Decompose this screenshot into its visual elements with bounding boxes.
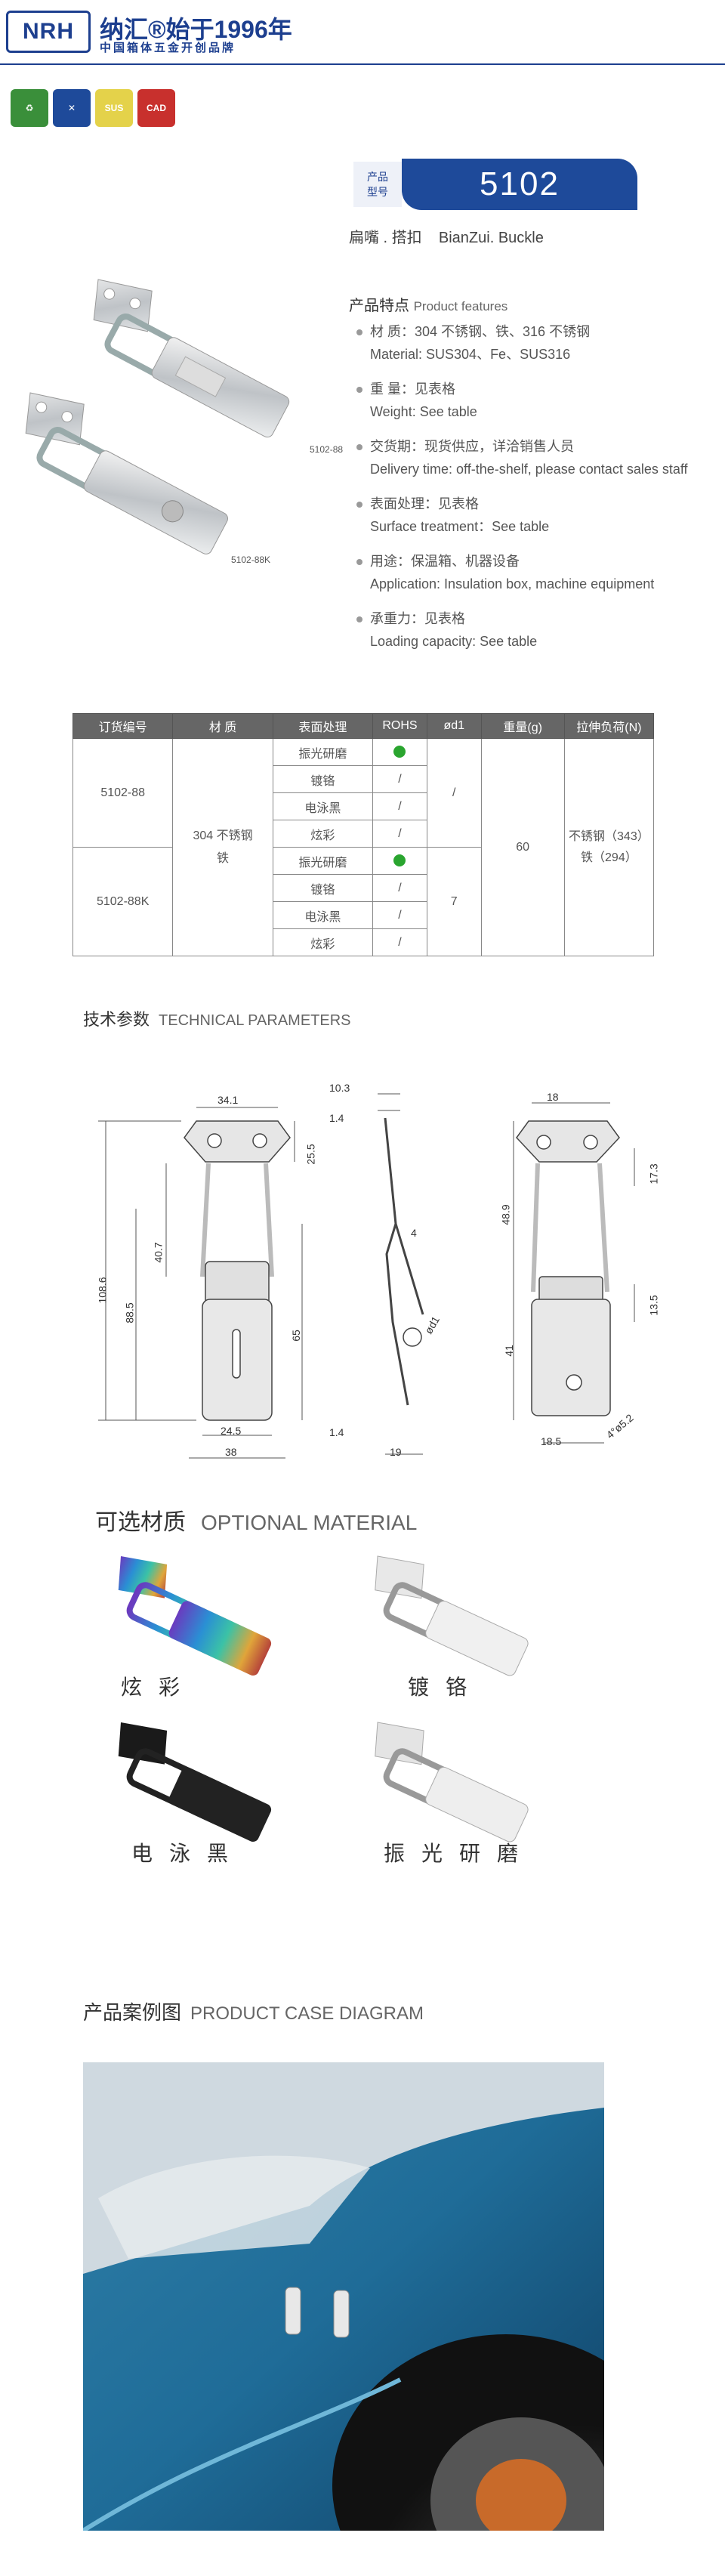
table-row: 电泳黑/ — [73, 901, 654, 929]
eco-badge-icon: ♻ — [11, 89, 48, 127]
material-iridescent-image — [118, 1556, 272, 1676]
rohs-green-dot — [393, 746, 406, 758]
table-row: 电泳黑/ — [73, 792, 654, 820]
hasp-88k — [25, 392, 229, 554]
dim-front-base: 38 — [225, 1446, 237, 1458]
dim-side-gap: 4 — [411, 1227, 417, 1239]
finish-cell: 电泳黑 — [272, 901, 374, 929]
load-cell: 不锈钢（343） 铁（294） — [563, 738, 655, 956]
col-code: 订货编号 — [72, 713, 174, 739]
dim-back-bail: 48.9 — [499, 1204, 512, 1225]
col-d1: ød1 — [426, 713, 482, 739]
finish-cell: 电泳黑 — [272, 792, 374, 820]
table-row: 5102-88 304 不锈钢 铁 振光研磨 / 60 不锈钢（343） 铁（2… — [72, 738, 655, 956]
finish-cell: 镀铬 — [272, 874, 374, 902]
dim-front-top: 25.5 — [304, 1144, 317, 1165]
weight-cell: 60 — [480, 738, 565, 956]
dim-side-thk: 1.4 — [329, 1112, 344, 1124]
table-row: 5102-88K 振光研磨 7 — [72, 847, 654, 956]
features-title: 产品特点 Product features — [349, 298, 508, 314]
finish-cell: 镀铬 — [272, 765, 374, 793]
hasp-88 — [93, 279, 290, 438]
header-divider — [0, 63, 725, 65]
material-chrome-image — [375, 1555, 529, 1676]
case-hasp-2 — [333, 2290, 350, 2338]
finish-cell: 振光研磨 — [272, 847, 374, 875]
material-label-polished: 振光研磨 — [384, 1842, 535, 1865]
brand-subtitle: 中国箱体五金开创品牌 — [100, 42, 236, 54]
image-label-88: 5102-88 — [310, 444, 344, 455]
dim-back-width: 18 — [547, 1091, 559, 1103]
material-black-image — [118, 1722, 272, 1842]
dim-front-height: 108.6 — [96, 1277, 109, 1304]
rohs-cell — [372, 847, 427, 875]
table-row: 炫彩/ — [73, 820, 654, 848]
rohs-cell: / — [372, 901, 427, 929]
spec-table: 订货编号 材 质 表面处理 ROHS ød1 重量(g) 拉伸负荷(N) 510… — [72, 713, 655, 956]
rohs-cell: / — [372, 874, 427, 902]
rohs-cell: / — [372, 765, 427, 793]
rohs-cell: / — [372, 792, 427, 820]
dim-back-catch: 13.5 — [647, 1295, 660, 1316]
col-weight: 重量(g) — [480, 713, 565, 739]
dim-front-lever: 65 — [289, 1330, 302, 1342]
col-material: 材 质 — [172, 713, 273, 739]
finish-cell: 振光研磨 — [272, 738, 374, 766]
dim-back-lever: 41 — [502, 1345, 515, 1357]
code-cell: 5102-88 — [72, 738, 174, 848]
dim-front-width: 34.1 — [218, 1094, 239, 1106]
material-label-black: 电泳黑 — [131, 1842, 245, 1865]
model-label: 产品 型号 — [353, 162, 402, 207]
dim-front-inner: 24.5 — [221, 1425, 242, 1437]
table-row: 镀铬/ — [73, 874, 654, 902]
table-header-row: 订货编号 材 质 表面处理 ROHS ød1 重量(g) 拉伸负荷(N) — [72, 713, 655, 739]
table-row: 镀铬/ — [73, 765, 654, 793]
rohs-green-dot — [393, 854, 406, 867]
case-hasp-1 — [285, 2287, 301, 2335]
col-surface: 表面处理 — [272, 713, 374, 739]
col-load: 拉伸负荷(N) — [563, 713, 655, 739]
finish-cell: 炫彩 — [272, 820, 374, 848]
product-image — [25, 279, 290, 554]
dim-side-top: 10.3 — [329, 1082, 350, 1094]
brand-logo: NRH — [6, 11, 91, 53]
technical-drawing — [98, 1093, 635, 1459]
sus-badge-icon: SUS — [95, 89, 133, 127]
dim-side-depth: 19 — [390, 1446, 402, 1458]
dim-back-inner: 18.5 — [541, 1435, 562, 1447]
dim-front-bail: 40.7 — [152, 1242, 165, 1263]
material-label-chrome: 镀铬 — [408, 1676, 484, 1699]
col-rohs: ROHS — [372, 713, 427, 739]
rohs-cell — [372, 738, 427, 766]
dim-front-mid: 88.5 — [123, 1302, 136, 1324]
d1-cell: 7 — [426, 847, 482, 956]
dim-back-top: 17.3 — [647, 1163, 660, 1185]
cad-badge-icon: CAD — [137, 89, 175, 127]
table-row: 炫彩/ — [73, 928, 654, 956]
code-cell: 5102-88K — [72, 847, 174, 956]
material-label-iridescent: 炫彩 — [121, 1676, 197, 1699]
brand-slogan: 纳汇®始于1996年 — [100, 16, 292, 43]
rohs-cell: / — [372, 928, 427, 956]
d1-cell: / — [426, 738, 482, 848]
tools-badge-icon: ✕ — [53, 89, 91, 127]
dim-side-thk2: 1.4 — [329, 1426, 344, 1438]
model-number: 5102 — [402, 159, 637, 210]
material-polished-image — [375, 1722, 529, 1842]
material-cell: 304 不锈钢 铁 — [172, 738, 273, 956]
case-photo — [83, 2062, 604, 2531]
finish-cell: 炫彩 — [272, 928, 374, 956]
rohs-cell: / — [372, 820, 427, 848]
image-label-88k: 5102-88K — [231, 554, 271, 565]
product-name: 扁嘴 . 搭扣 BianZui. Buckle — [349, 230, 544, 246]
